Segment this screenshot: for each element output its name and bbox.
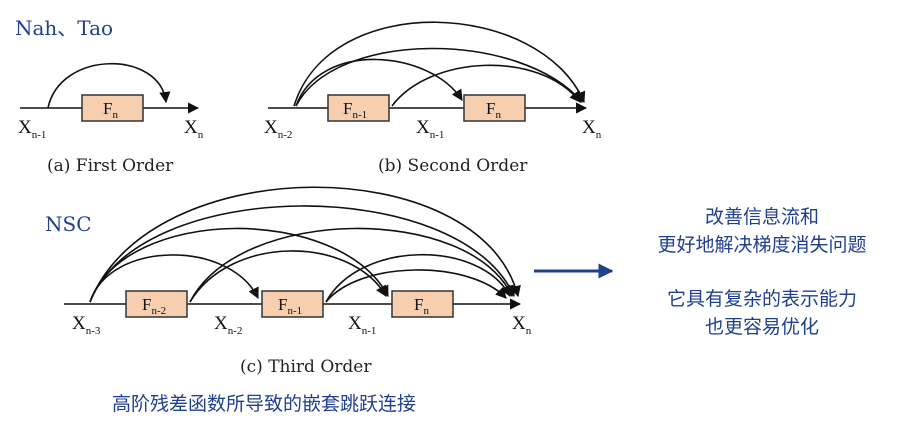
skip-arc bbox=[47, 62, 171, 109]
skip-arc bbox=[325, 269, 507, 303]
skip-arc bbox=[295, 58, 463, 107]
box-label: Fn-1 bbox=[343, 99, 367, 121]
residual-box bbox=[261, 290, 324, 318]
diagram-second-order bbox=[268, 21, 588, 114]
var-mid: Xn-2 bbox=[214, 313, 242, 337]
note-line-1: 改善信息流和 bbox=[704, 206, 819, 228]
skip-arc bbox=[89, 186, 521, 303]
caption-third-order: (c) Third Order bbox=[240, 357, 372, 377]
box-label: Fn-1 bbox=[278, 295, 302, 317]
note-line-4: 也更容易优化 bbox=[704, 316, 819, 338]
diagram-first-order bbox=[20, 62, 200, 114]
bottom-caption: 高阶残差函数所导致的嵌套跳跃连接 bbox=[112, 393, 417, 415]
caption-first-order: (a) First Order bbox=[47, 156, 174, 176]
diagram-third-order bbox=[64, 186, 522, 310]
skip-arc bbox=[189, 227, 513, 303]
var-output: Xn bbox=[582, 117, 602, 141]
var-input: Xn-1 bbox=[18, 117, 46, 141]
residual-box bbox=[463, 94, 526, 122]
box-label: Fn bbox=[486, 99, 501, 121]
box-label: Fn bbox=[103, 99, 118, 121]
box-label: Fn-2 bbox=[142, 295, 166, 317]
var-output: Xn bbox=[512, 313, 532, 337]
skip-arc bbox=[325, 253, 511, 303]
var-mid: Xn-1 bbox=[348, 313, 376, 337]
heading-top: Nah、Tao bbox=[15, 16, 114, 40]
skip-arc bbox=[89, 227, 389, 303]
skip-arc bbox=[391, 64, 581, 107]
heading-mid: NSC bbox=[45, 212, 92, 236]
skip-arc bbox=[295, 47, 583, 107]
note-block-1: 改善信息流和 更好地解决梯度消失问题 bbox=[612, 203, 912, 259]
residual-box bbox=[391, 290, 454, 318]
residual-box bbox=[81, 94, 144, 122]
box-label: Fn bbox=[414, 295, 429, 317]
note-line-2: 更好地解决梯度消失问题 bbox=[657, 234, 867, 256]
skip-arc bbox=[189, 250, 387, 303]
var-input: Xn-2 bbox=[264, 117, 292, 141]
residual-box bbox=[327, 94, 390, 122]
caption-second-order: (b) Second Order bbox=[378, 156, 528, 176]
note-line-3: 它具有复杂的表示能力 bbox=[666, 288, 857, 310]
var-mid: Xn-1 bbox=[416, 117, 444, 141]
note-block-2: 它具有复杂的表示能力 也更容易优化 bbox=[612, 285, 912, 341]
skip-arc bbox=[293, 21, 586, 107]
var-output: Xn bbox=[184, 117, 204, 141]
var-input: Xn-3 bbox=[72, 313, 101, 337]
skip-arc bbox=[89, 205, 515, 303]
residual-box bbox=[125, 290, 188, 318]
